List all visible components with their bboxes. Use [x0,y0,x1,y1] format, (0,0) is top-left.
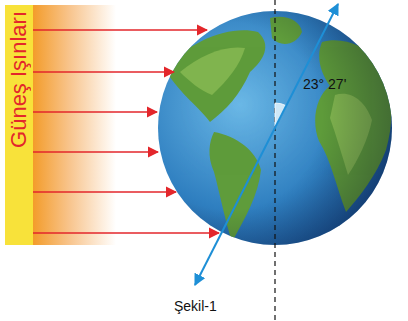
sun-rays [33,30,219,233]
sun-glow [31,5,116,245]
angle-label: 23° 27' [303,76,346,92]
earth-axis [195,4,338,285]
sun-rays-band: Güneş Işınları [5,5,33,245]
band-label: Güneş Işınları [8,11,30,148]
figure-caption: Şekil-1 [174,298,217,314]
vertical-line [274,0,275,321]
